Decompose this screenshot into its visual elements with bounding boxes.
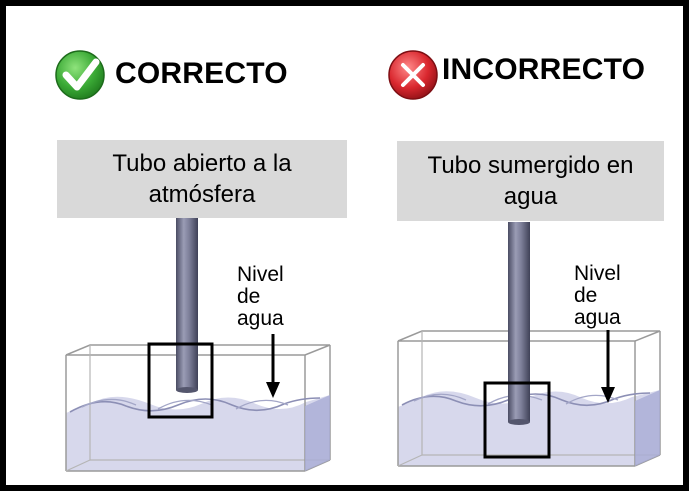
correct-tank xyxy=(65,344,331,472)
incorrect-level-line2: de xyxy=(574,284,598,307)
correct-pipe xyxy=(176,218,198,393)
correct-label-box: Tubo abierto a la atmósfera xyxy=(57,140,347,218)
incorrect-label-box: Tubo sumergido en agua xyxy=(397,141,664,221)
incorrect-label-line1: Tubo sumergido en xyxy=(427,152,634,179)
correct-heading: CORRECTO xyxy=(115,57,288,90)
correct-label-line1: Tubo abierto a la xyxy=(112,150,292,177)
correct-level-label: Nivel de agua xyxy=(237,264,284,330)
incorrect-tank xyxy=(397,330,661,467)
correct-label-line2: atmósfera xyxy=(148,181,256,208)
correct-level-line2: de xyxy=(237,285,261,308)
correct-highlight-box xyxy=(147,342,214,419)
correct-level-line3: agua xyxy=(237,307,284,330)
incorrect-level-line3: agua xyxy=(574,306,621,329)
incorrect-level-label: Nivel de agua xyxy=(574,263,621,329)
incorrect-level-line1: Nivel xyxy=(574,262,621,285)
incorrect-x-icon xyxy=(388,50,438,100)
incorrect-heading: INCORRECTO xyxy=(442,53,646,86)
correct-level-arrow xyxy=(266,334,280,398)
correct-level-line1: Nivel xyxy=(237,263,284,286)
correct-check-icon xyxy=(55,50,105,100)
incorrect-pipe xyxy=(508,222,530,425)
incorrect-level-arrow xyxy=(601,330,615,403)
incorrect-highlight-box xyxy=(483,381,551,459)
incorrect-label-line2: agua xyxy=(503,183,558,210)
